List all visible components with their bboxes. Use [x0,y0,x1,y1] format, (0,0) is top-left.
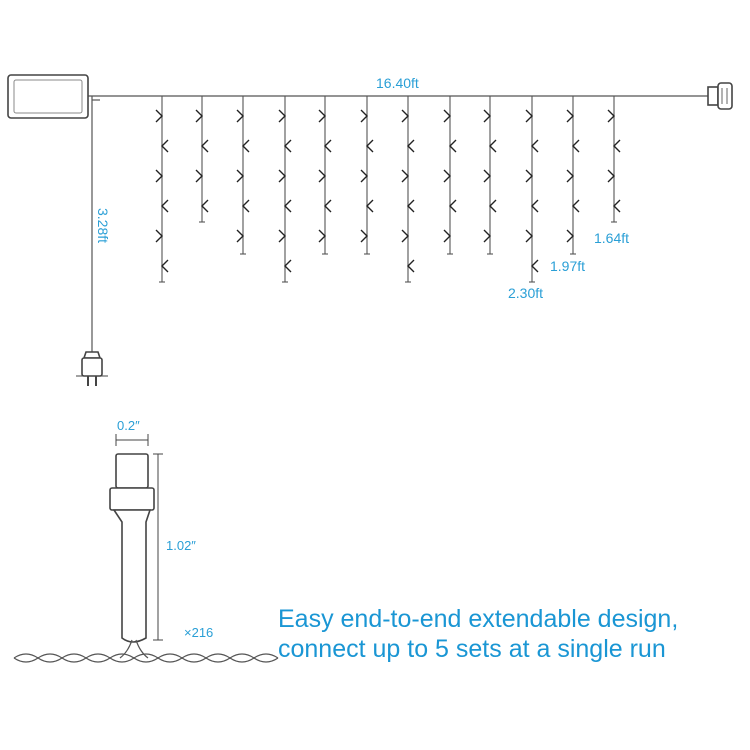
led-bulb-mark [318,169,326,183]
led-bulb-mark [401,109,409,123]
lead-length-label: 3.28ft [95,208,111,243]
bulb-width-label: 0.2″ [117,418,140,433]
led-bulb-mark [318,109,326,123]
led-bulb-mark [278,229,286,243]
led-bulb-mark [531,199,539,213]
led-bulb-mark [242,139,250,153]
led-bulb-mark [607,109,615,123]
bulb-count-label: ×216 [184,625,213,640]
led-bulb-mark [161,199,169,213]
tagline: Easy end-to-end extendable design, conne… [278,604,678,664]
tagline-line-2: connect up to 5 sets at a single run [278,635,666,663]
led-bulb-mark [443,169,451,183]
led-bulb-mark [278,169,286,183]
plug-icon [76,351,108,386]
led-bulb-mark [155,229,163,243]
led-bulb-mark [161,259,169,273]
led-bulb-mark [401,169,409,183]
drop-short-label: 1.64ft [594,230,629,246]
led-bulb-mark [161,139,169,153]
led-bulb-mark [607,169,615,183]
led-bulb-mark [449,199,457,213]
led-bulb-mark [525,169,533,183]
led-bulb-mark [195,109,203,123]
tagline-line-1: Easy end-to-end extendable design, [278,605,679,633]
led-bulb-mark [360,169,368,183]
led-bulb-mark [236,169,244,183]
led-bulb-mark [324,139,332,153]
led-bulb-icon [109,453,155,659]
led-bulb-mark [201,139,209,153]
led-bulb-mark [284,259,292,273]
led-bulb-mark [284,199,292,213]
led-bulb-mark [525,229,533,243]
led-bulb-mark [483,109,491,123]
led-bulb-mark [324,199,332,213]
led-bulb-mark [201,199,209,213]
led-bulb-mark [566,109,574,123]
end-connector-icon [707,82,733,110]
bulb-height-dimension [153,453,163,641]
led-bulb-mark [483,169,491,183]
icicle-drops [155,96,621,283]
led-bulb-mark [489,139,497,153]
led-bulb-mark [195,169,203,183]
led-bulb-mark [613,199,621,213]
led-bulb-mark [360,109,368,123]
led-bulb-mark [407,259,415,273]
twisted-wire [13,653,279,663]
bulb-width-dimension [115,434,149,446]
led-bulb-mark [242,199,250,213]
led-bulb-mark [284,139,292,153]
led-bulb-mark [443,229,451,243]
led-bulb-mark [531,259,539,273]
led-bulb-mark [155,169,163,183]
led-bulb-mark [155,109,163,123]
led-bulb-mark [525,109,533,123]
led-bulb-mark [236,109,244,123]
led-bulb-mark [366,139,374,153]
drop-mid-label: 1.97ft [550,258,585,274]
led-bulb-mark [613,139,621,153]
main-length-label: 16.40ft [376,75,419,91]
led-bulb-mark [572,199,580,213]
led-bulb-mark [449,139,457,153]
power-adapter-icon [7,74,89,119]
led-bulb-mark [236,229,244,243]
bulb-height-label: 1.02″ [166,538,196,553]
led-bulb-mark [407,199,415,213]
led-bulb-mark [566,169,574,183]
led-bulb-mark [407,139,415,153]
led-bulb-mark [531,139,539,153]
led-bulb-mark [318,229,326,243]
led-bulb-mark [566,229,574,243]
drop-long-label: 2.30ft [508,285,543,301]
led-bulb-mark [489,199,497,213]
led-bulb-mark [443,109,451,123]
led-bulb-mark [366,199,374,213]
led-bulb-mark [278,109,286,123]
led-bulb-mark [483,229,491,243]
led-bulb-mark [360,229,368,243]
led-bulb-mark [572,139,580,153]
led-bulb-mark [401,229,409,243]
